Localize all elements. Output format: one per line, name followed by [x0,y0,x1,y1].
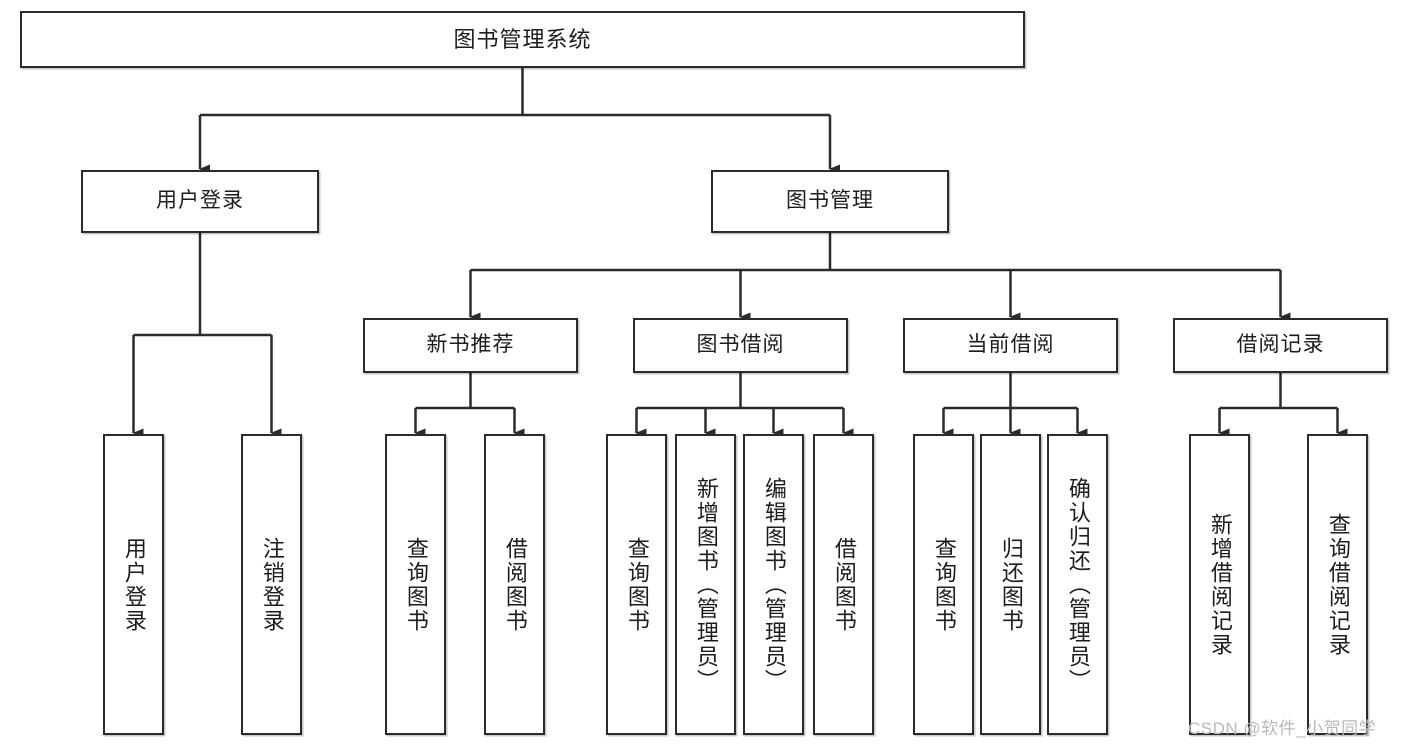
node-leaf-new-query[interactable]: 查询图书 [385,434,446,735]
node-leaf-rec-query[interactable]: 查询借阅记录 [1307,434,1368,735]
node-leaf-br-query[interactable]: 查询图书 [606,434,667,735]
node-newbook[interactable]: 新书推荐 [363,318,578,373]
node-leaf-cur-query[interactable]: 查询图书 [913,434,974,735]
node-label: 新增借阅记录 [1207,512,1233,657]
node-label: 图书管理系统 [453,26,592,52]
node-label: 借阅记录 [1236,333,1325,357]
node-label: 查询图书 [403,536,429,633]
node-label: 确认归还（管理员） [1065,476,1091,693]
node-label: 用户登录 [121,536,147,633]
node-leaf-cur-return[interactable]: 归还图书 [980,434,1041,735]
node-leaf-rec-add[interactable]: 新增借阅记录 [1189,434,1250,735]
node-label: 查询图书 [931,536,957,633]
node-leaf-br-edit[interactable]: 编辑图书（管理员） [743,434,804,735]
node-root[interactable]: 图书管理系统 [20,11,1025,68]
node-label: 新增图书（管理员） [693,476,719,693]
node-leaf-user-login[interactable]: 用户登录 [103,434,164,735]
node-label: 归还图书 [998,536,1024,633]
node-bookmgmt[interactable]: 图书管理 [711,170,949,233]
node-label: 查询图书 [624,536,650,633]
node-leaf-br-borrow[interactable]: 借阅图书 [813,434,874,735]
node-label: 图书借阅 [696,333,785,357]
csdn-watermark: CSDN @软件_小贺同学 [1188,719,1377,738]
node-label: 图书管理 [786,189,874,213]
node-label: 当前借阅 [966,333,1055,357]
node-login[interactable]: 用户登录 [81,170,319,233]
node-leaf-user-logout[interactable]: 注销登录 [241,434,302,735]
node-label: 编辑图书（管理员） [761,476,787,693]
node-current[interactable]: 当前借阅 [903,318,1118,373]
node-borrow[interactable]: 图书借阅 [633,318,848,373]
node-label: 查询借阅记录 [1325,512,1351,657]
node-label: 借阅图书 [831,536,857,633]
edge-group [132,68,1348,438]
node-label: 借阅图书 [502,536,528,633]
node-leaf-new-borrow[interactable]: 借阅图书 [484,434,545,735]
node-leaf-cur-confirm[interactable]: 确认归还（管理员） [1047,434,1108,735]
node-leaf-br-add[interactable]: 新增图书（管理员） [675,434,736,735]
node-label: 注销登录 [259,536,285,633]
node-label: 新书推荐 [426,333,515,357]
node-label: 用户登录 [156,189,244,213]
node-records[interactable]: 借阅记录 [1173,318,1388,373]
